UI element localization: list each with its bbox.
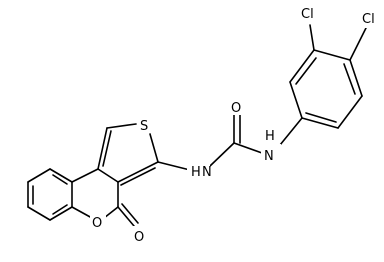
bond — [209, 142, 235, 167]
bond — [121, 203, 139, 224]
bond — [301, 117, 339, 129]
atom-bg — [228, 97, 244, 115]
atom-h-left: H — [191, 165, 201, 180]
bond — [103, 206, 119, 219]
bond — [106, 123, 137, 129]
bond — [71, 168, 99, 183]
bond — [97, 168, 119, 183]
bond — [295, 57, 317, 85]
atom-s-thiophene: S — [140, 119, 148, 134]
atom-bg — [263, 128, 277, 142]
atom-cl-right: Cl — [362, 12, 375, 27]
bond — [102, 130, 112, 167]
bond — [49, 168, 73, 183]
bond — [337, 95, 363, 129]
bond — [343, 63, 356, 95]
bond — [349, 27, 367, 61]
atom-o-ring: O — [92, 216, 102, 231]
bond — [233, 142, 263, 154]
atom-bg — [137, 114, 151, 132]
atom-n-right: N — [264, 149, 274, 164]
atom-o-urea: O — [231, 101, 241, 116]
atom-bg — [187, 162, 201, 178]
atom-bg — [132, 226, 148, 244]
bond — [52, 174, 68, 185]
atom-cl-upper: Cl — [301, 7, 314, 22]
atom-bg — [90, 212, 106, 230]
bond — [120, 167, 156, 186]
bond — [117, 206, 135, 227]
bond — [117, 161, 159, 183]
atom-n-left: N — [202, 165, 212, 180]
atom-bg — [261, 144, 281, 162]
bond — [52, 204, 68, 215]
atom-labels: Cl Cl S O N H N H O O — [90, 2, 377, 245]
bond — [71, 206, 93, 219]
bond — [49, 206, 73, 221]
bond — [289, 81, 303, 119]
bond — [313, 49, 351, 61]
bond — [97, 127, 108, 170]
bond — [149, 133, 159, 163]
atom-h-right: H — [265, 129, 275, 144]
bond — [309, 24, 315, 51]
bond — [289, 49, 315, 83]
bond — [305, 112, 337, 123]
bond — [157, 161, 191, 171]
bond — [349, 59, 363, 97]
bond — [279, 117, 303, 146]
atom-bg — [302, 2, 320, 20]
bonds — [27, 24, 367, 227]
atom-bg — [359, 10, 377, 28]
bond — [27, 206, 51, 221]
bond — [27, 168, 51, 183]
atom-o-lactone: O — [134, 230, 144, 245]
